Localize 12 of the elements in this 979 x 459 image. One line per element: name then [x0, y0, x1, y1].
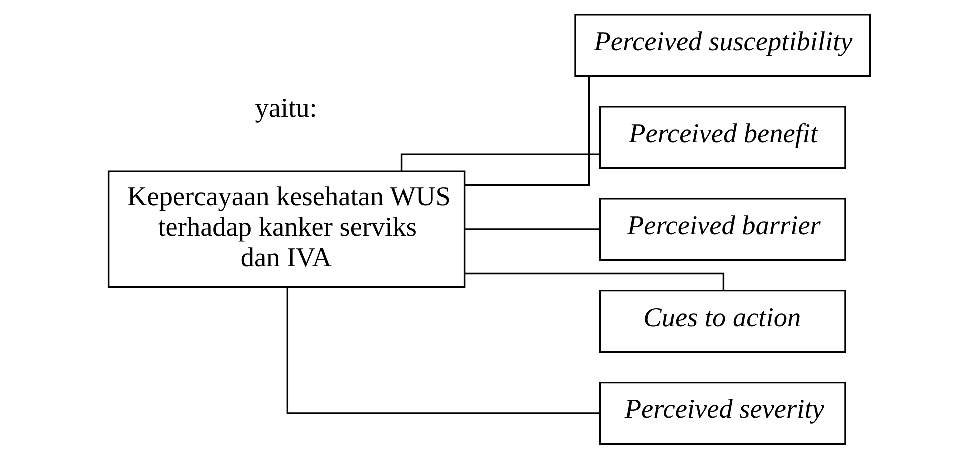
connector: [464, 76, 590, 186]
node-box: Cues to action: [599, 290, 846, 353]
connector: [465, 272, 725, 290]
connector: [400, 154, 600, 172]
label: yaitu:: [255, 92, 318, 123]
node-box: Kepercayaan kesehatan WUS terhadap kanker serviks dan IVA: [108, 170, 466, 288]
connector: [465, 228, 600, 230]
connector: [286, 288, 600, 414]
node-box: Perceived benefit: [599, 106, 846, 170]
node-box: Perceived severity: [599, 382, 846, 445]
node-box: Perceived susceptibility: [574, 14, 872, 78]
node-box: Perceived barrier: [599, 198, 846, 262]
